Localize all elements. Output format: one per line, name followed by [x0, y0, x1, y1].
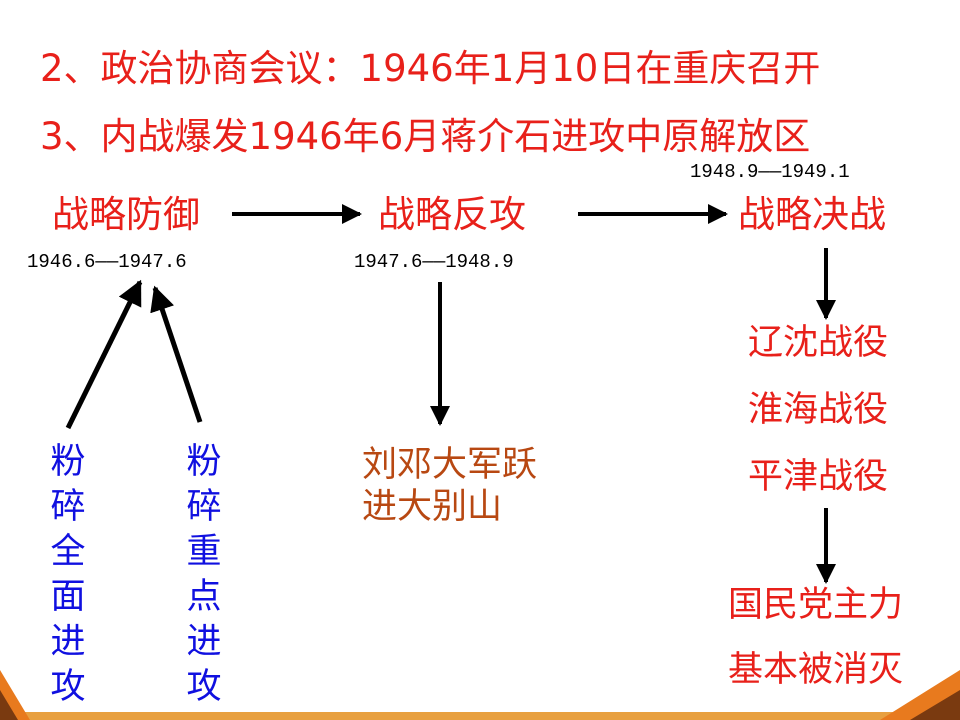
- campaign-liaoshen: 辽沈战役: [748, 323, 889, 363]
- counter-result-line1: 刘邓大军跃: [362, 445, 538, 485]
- campaign-pingjin: 平津战役: [748, 457, 889, 497]
- defense-dates: 1946.6——1947.6: [27, 251, 187, 273]
- note-crush-full-offensive: 粉碎全面进攻: [50, 442, 86, 707]
- decisive-result-line2: 基本被消灭: [728, 650, 904, 690]
- note-crush-key-offensive: 粉碎重点进攻: [186, 442, 222, 707]
- arrow-full-offensive-up: [65, 279, 143, 430]
- campaign-huaihai: 淮海战役: [748, 390, 889, 430]
- decorative-border: [0, 670, 960, 720]
- stage-strategic-defense: 战略防御: [52, 193, 200, 236]
- counter-result-line2: 进大别山: [362, 487, 503, 527]
- stage-strategic-decisive: 战略决战: [738, 193, 886, 236]
- decisive-result-line1: 国民党主力: [728, 585, 904, 625]
- counter-dates: 1947.6——1948.9: [354, 251, 514, 273]
- stage-strategic-counteroffensive: 战略反攻: [378, 193, 526, 236]
- line-civil-war-outbreak: 3、内战爆发1946年6月蒋介石进攻中原解放区: [40, 115, 811, 158]
- arrow-key-offensive-up: [150, 285, 203, 423]
- line-political-consultative-conference: 2、政治协商会议：1946年1月10日在重庆召开: [40, 47, 821, 90]
- decisive-dates: 1948.9——1949.1: [690, 161, 850, 183]
